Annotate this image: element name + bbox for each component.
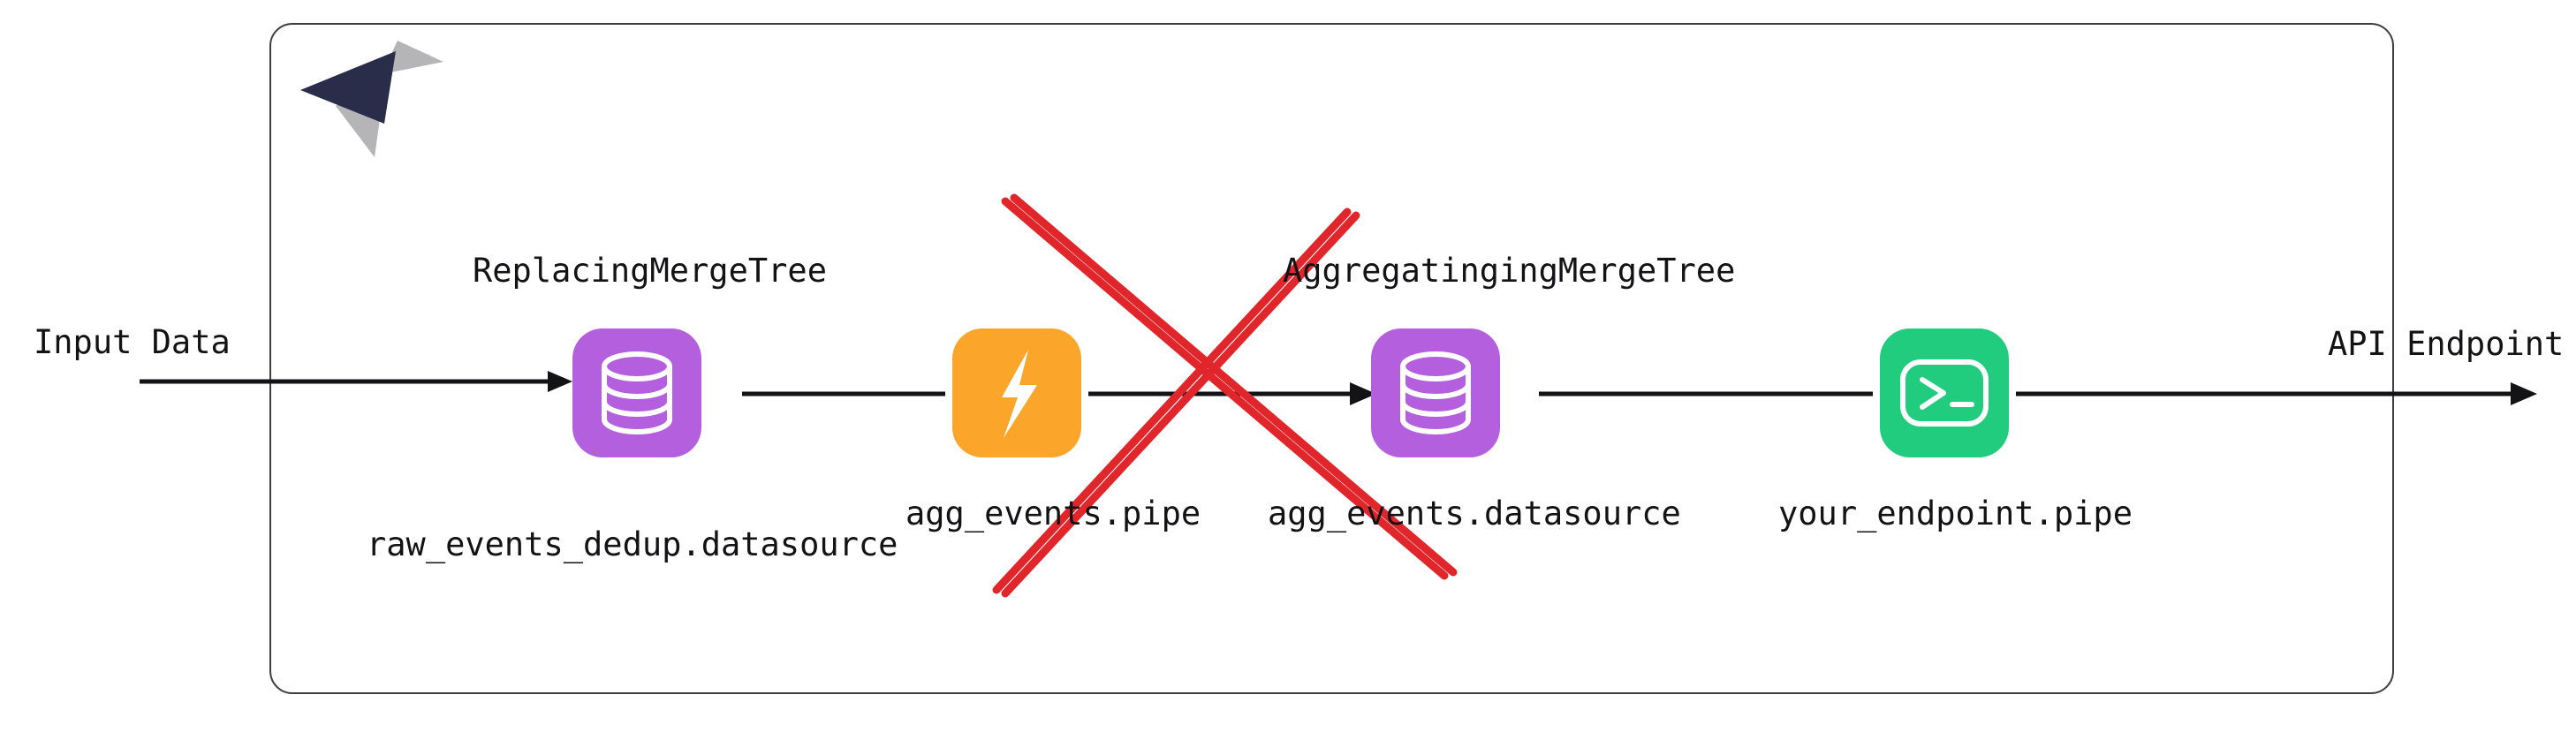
label-api-endpoint: API Endpoint bbox=[2328, 325, 2565, 363]
terminal-icon bbox=[1900, 359, 1989, 427]
database-icon bbox=[1400, 351, 1471, 434]
pipeline-container bbox=[269, 23, 2394, 694]
node-agg-events-datasource[interactable] bbox=[1371, 328, 1500, 457]
node-raw-events-dedup[interactable] bbox=[572, 328, 701, 457]
label-input-data: Input Data bbox=[34, 323, 231, 361]
label-your-endpoint-pipe: your_endpoint.pipe bbox=[1778, 495, 2133, 532]
database-icon bbox=[602, 351, 672, 434]
tinybird-logo bbox=[293, 25, 443, 166]
lightning-icon bbox=[1002, 350, 1037, 438]
node-agg-events-pipe[interactable] bbox=[952, 328, 1081, 457]
label-agg-events-pipe: agg_events.pipe bbox=[905, 495, 1201, 532]
label-replacingmergetree: ReplacingMergeTree bbox=[473, 252, 827, 290]
label-aggregatingingmergetree: AggregatingingMergeTree bbox=[1283, 252, 1736, 290]
label-raw-events-dedup-datasource: raw_events_dedup.datasource bbox=[367, 525, 898, 563]
label-agg-events-datasource: agg_events.datasource bbox=[1268, 495, 1681, 532]
node-your-endpoint-pipe[interactable] bbox=[1880, 328, 2009, 457]
